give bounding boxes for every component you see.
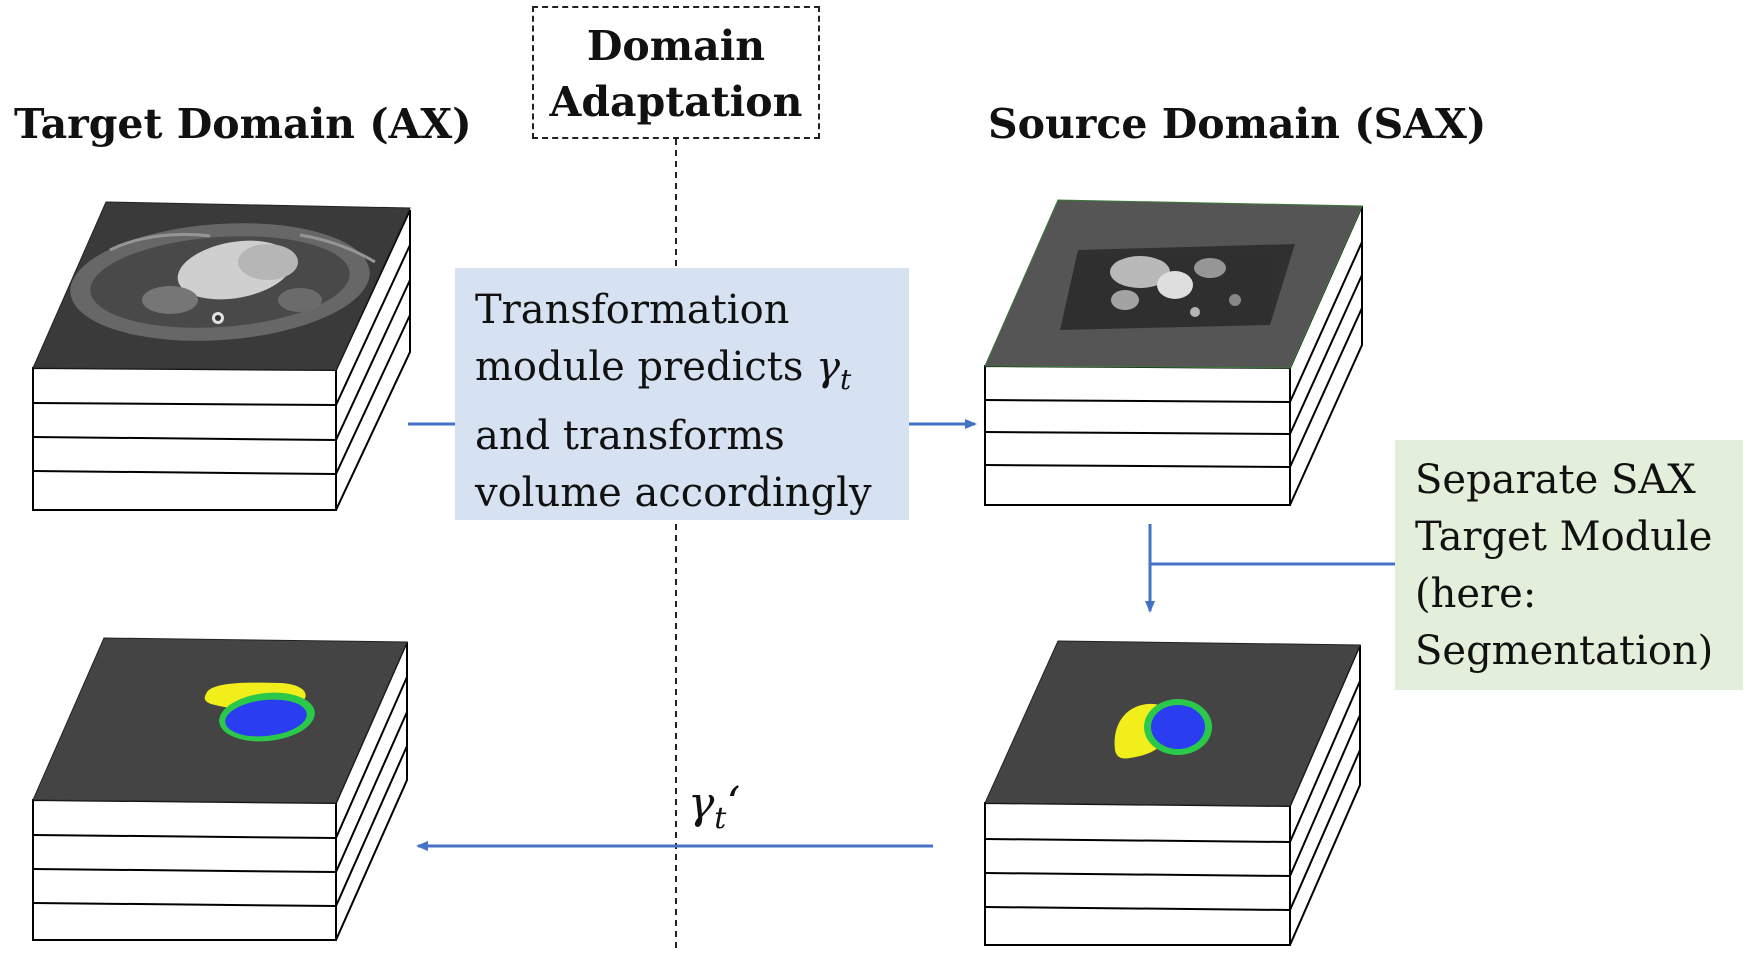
transformation-line4: volume accordingly (475, 470, 872, 516)
target-mri-volume (32, 201, 411, 511)
target-segmentation-volume (32, 637, 408, 941)
gamma-prime-symbol: γ (688, 778, 715, 829)
gamma-symbol: γ (816, 344, 840, 390)
mri-anatomy (1060, 244, 1295, 330)
domain-adaptation-line1: Domain (586, 22, 766, 70)
transformation-line1: Transformation (475, 287, 790, 333)
segmentation-line2: Target Module (1415, 514, 1713, 560)
domain-adaptation-box: Domain Adaptation (532, 6, 820, 139)
segmentation-line4: Segmentation) (1415, 628, 1714, 674)
segmentation-line1: Separate SAX (1415, 457, 1696, 503)
segmentation-module-box: Separate SAX Target Module (here: Segmen… (1395, 440, 1743, 690)
source-mri-volume (984, 199, 1363, 506)
domain-adaptation-line2: Adaptation (549, 78, 803, 126)
source-segmentation-volume (984, 640, 1361, 946)
transformation-line2-text: module predicts (475, 344, 817, 390)
transformation-line3: and transforms (475, 413, 785, 459)
gamma-subscript: t (839, 363, 852, 396)
transformation-module-box: Transformation module predicts γt and tr… (455, 268, 909, 520)
transformation-line2: module predicts γt (475, 339, 909, 408)
inverse-transform-label: γt‘ (688, 778, 740, 836)
source-domain-title: Source Domain (SAX) (988, 100, 1487, 148)
mri-anatomy (70, 223, 376, 341)
gamma-prime-mark: ‘ (726, 778, 741, 829)
target-domain-title: Target Domain (AX) (14, 100, 472, 148)
segmentation-line3: (here: (1415, 571, 1537, 617)
gamma-prime-subscript: t (714, 800, 727, 836)
seg-cavity (225, 699, 307, 737)
seg-cavity (1151, 705, 1205, 749)
